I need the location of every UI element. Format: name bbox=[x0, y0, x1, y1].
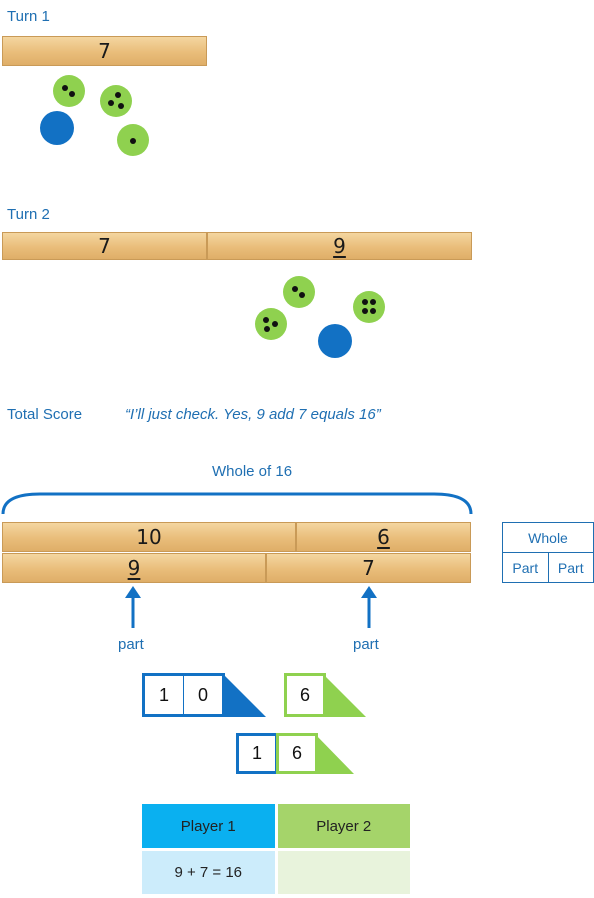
bar-tens-value: 10 bbox=[136, 525, 162, 549]
turn1-bar-value: 7 bbox=[98, 39, 111, 63]
whole-label: Whole of 16 bbox=[212, 463, 293, 480]
result-card-digit-tens: 1 bbox=[236, 733, 278, 774]
part-whole-part-a: Part bbox=[502, 552, 549, 583]
turn2-bar-first-value: 7 bbox=[98, 234, 111, 258]
bar-part-seven-value: 7 bbox=[362, 556, 375, 580]
tens-card-digit-tens: 1 bbox=[142, 673, 184, 717]
part-label-left: part bbox=[118, 636, 144, 653]
result-card-tab bbox=[314, 733, 354, 774]
counter-one bbox=[117, 124, 149, 156]
turn2-bar-second-value: 9 bbox=[333, 234, 346, 258]
ones-card-tab bbox=[322, 673, 366, 717]
total-score-quote: “I’ll just check. Yes, 9 add 7 equals 16… bbox=[125, 406, 381, 423]
bar-part-nine: 9 bbox=[2, 553, 266, 583]
bar-part-seven: 7 bbox=[266, 553, 471, 583]
tens-card-tab bbox=[222, 673, 266, 717]
bar-ones-value: 6 bbox=[377, 525, 390, 549]
counter-two bbox=[283, 276, 315, 308]
bar-tens: 10 bbox=[2, 522, 296, 552]
bar-ones: 6 bbox=[296, 522, 471, 552]
score-table: Player 1 Player 2 9 + 7 = 16 bbox=[139, 801, 413, 897]
score-header-player1: Player 1 bbox=[142, 804, 275, 848]
part-whole-whole: Whole bbox=[502, 522, 594, 553]
turn2-label: Turn 2 bbox=[7, 206, 50, 223]
turn2-bar-second: 9 bbox=[207, 232, 472, 260]
counter-blue bbox=[40, 111, 74, 145]
score-header-player2: Player 2 bbox=[277, 804, 410, 848]
result-card-digit-ones: 6 bbox=[276, 733, 318, 774]
whole-brace bbox=[1, 492, 473, 515]
part-whole-part-b: Part bbox=[547, 552, 594, 583]
tens-card-digit-ones: 0 bbox=[183, 673, 225, 717]
score-cell-player1: 9 + 7 = 16 bbox=[142, 851, 275, 894]
ones-card-digit: 6 bbox=[284, 673, 326, 717]
arrow-up-icon bbox=[125, 586, 141, 628]
counter-two bbox=[53, 75, 85, 107]
counter-three bbox=[100, 85, 132, 117]
total-score-label: Total Score bbox=[7, 406, 83, 423]
counter-four bbox=[353, 291, 385, 323]
turn2-bar-first: 7 bbox=[2, 232, 207, 260]
counter-three bbox=[255, 308, 287, 340]
part-whole-model: Whole Part Part bbox=[502, 522, 594, 583]
arrow-up-icon bbox=[361, 586, 377, 628]
turn1-bar: 7 bbox=[2, 36, 207, 66]
counter-blue bbox=[318, 324, 352, 358]
part-label-right: part bbox=[353, 636, 379, 653]
score-cell-player2 bbox=[277, 851, 410, 894]
bar-part-nine-value: 9 bbox=[127, 556, 141, 580]
turn1-label: Turn 1 bbox=[7, 8, 50, 25]
